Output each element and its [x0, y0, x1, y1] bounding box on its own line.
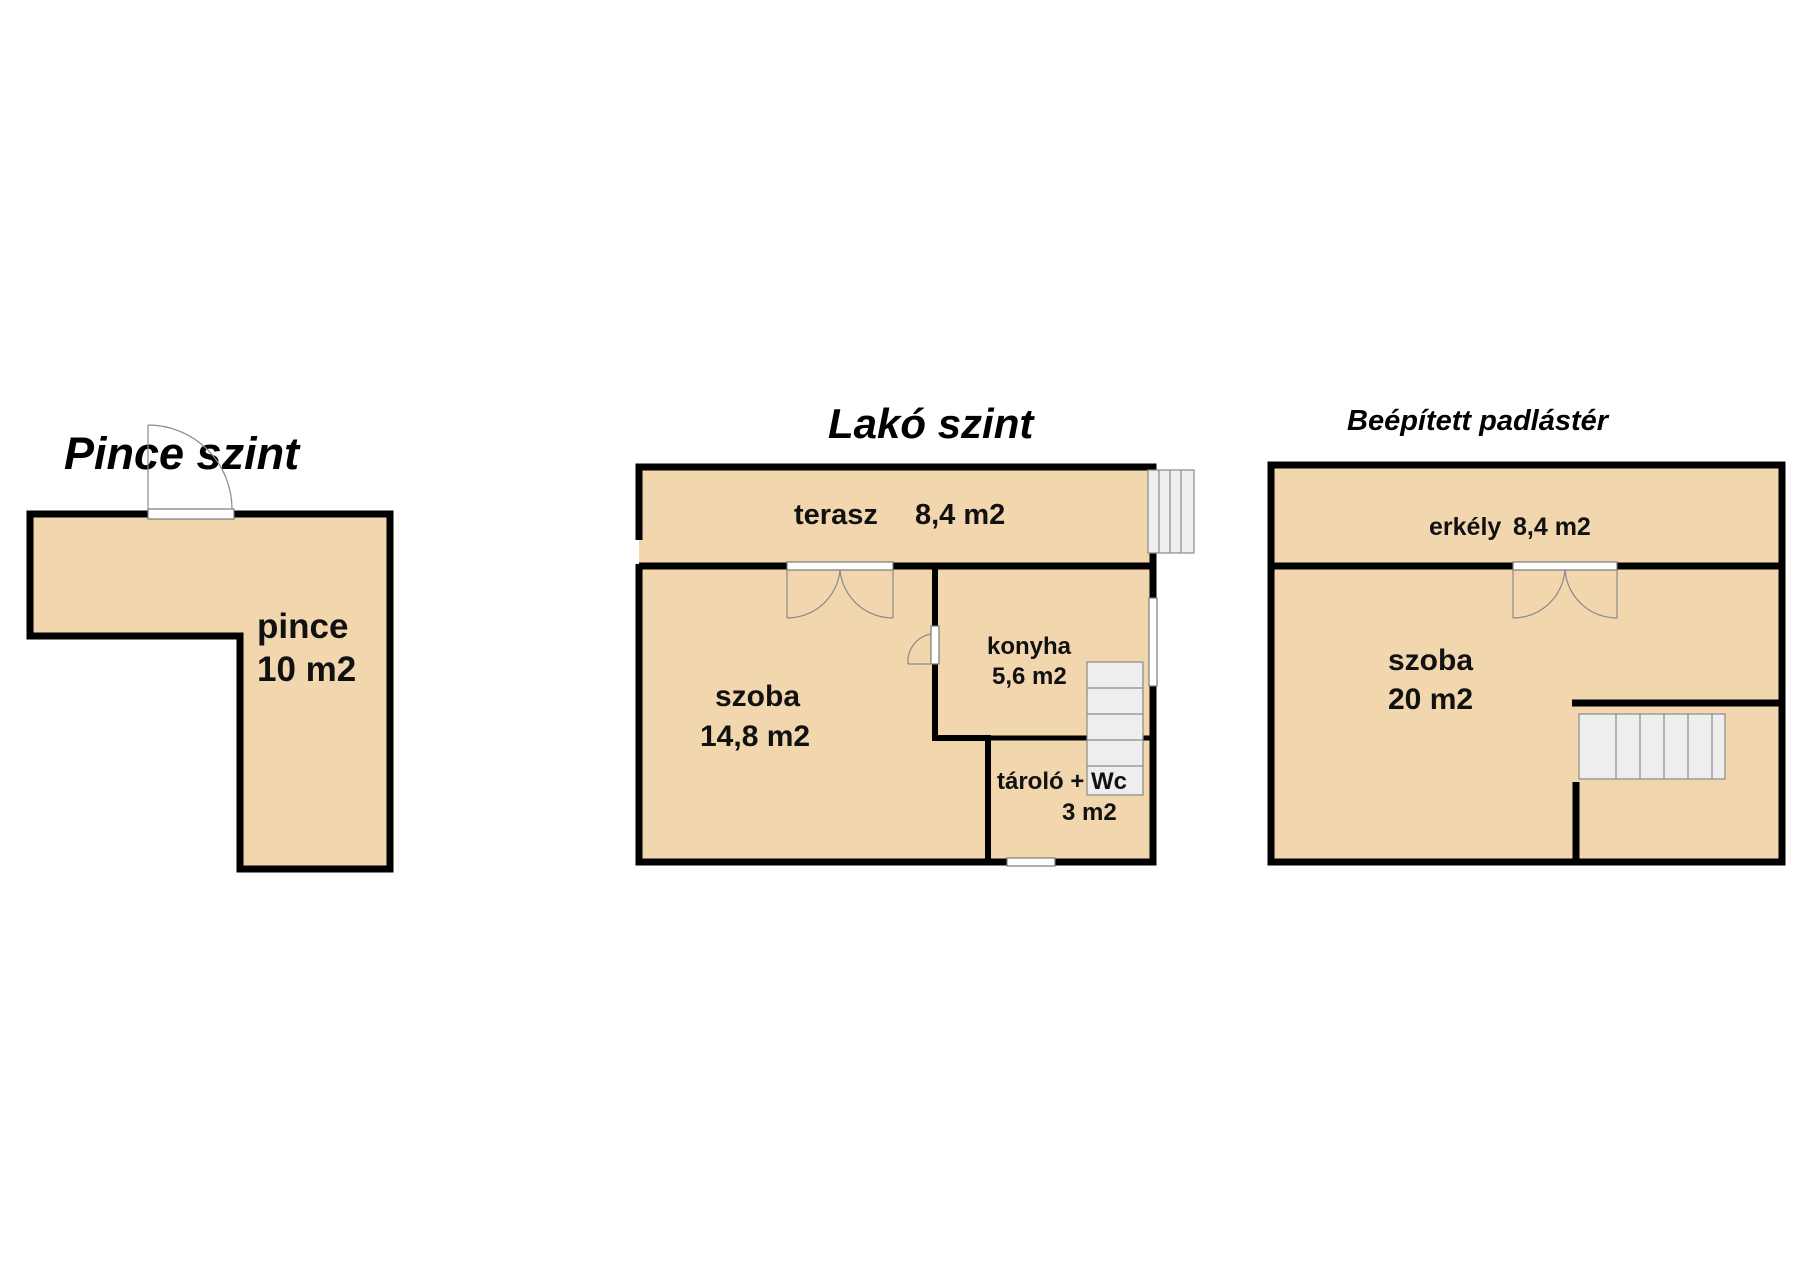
room-area-pince: 10 m2 [257, 650, 356, 689]
lako-level: Lakó szint [635, 400, 1195, 867]
padlas-exterior-walls [1267, 461, 1786, 866]
padlas-level-title: Beépített padlástér [1347, 405, 1610, 437]
lako-floor [639, 467, 1153, 862]
padlas-stairs [1578, 713, 1726, 780]
room-name-storage: tároló + Wc [997, 768, 1127, 795]
konyha-door [907, 625, 940, 665]
storage-window [1006, 857, 1056, 867]
terrace-steps [1147, 469, 1195, 554]
room-name-erkely: erkély [1429, 513, 1501, 541]
lako-double-door [786, 561, 894, 619]
room-area-konyha: 5,6 m2 [992, 663, 1067, 690]
room-name-terasz: terasz [794, 499, 878, 531]
room-name-konyha: konyha [987, 633, 1072, 660]
padlas-level: Beépített padlástér erkély 8,4 m2 [1267, 405, 1786, 866]
pince-level-title: Pince szint [64, 428, 301, 479]
padlas-double-door [1512, 561, 1618, 619]
pince-door [147, 424, 235, 520]
room-area-erkely: 8,4 m2 [1513, 513, 1591, 541]
room-name-padlas-szoba: szoba [1388, 644, 1473, 677]
lako-level-title: Lakó szint [828, 400, 1035, 447]
konyha-window [1148, 597, 1158, 687]
lako-stairs [1086, 661, 1144, 796]
room-area-terasz: 8,4 m2 [915, 499, 1005, 531]
pince-walls [26, 510, 394, 873]
room-name-pince: pince [257, 607, 348, 646]
room-area-szoba: 14,8 m2 [700, 720, 810, 753]
room-area-storage: 3 m2 [1062, 799, 1117, 826]
room-area-padlas-szoba: 20 m2 [1388, 683, 1473, 716]
room-name-szoba: szoba [715, 680, 800, 713]
pince-level: Pince szint pince 10 m2 [26, 424, 394, 873]
padlas-floor [1271, 465, 1782, 862]
pince-floor [30, 514, 390, 869]
